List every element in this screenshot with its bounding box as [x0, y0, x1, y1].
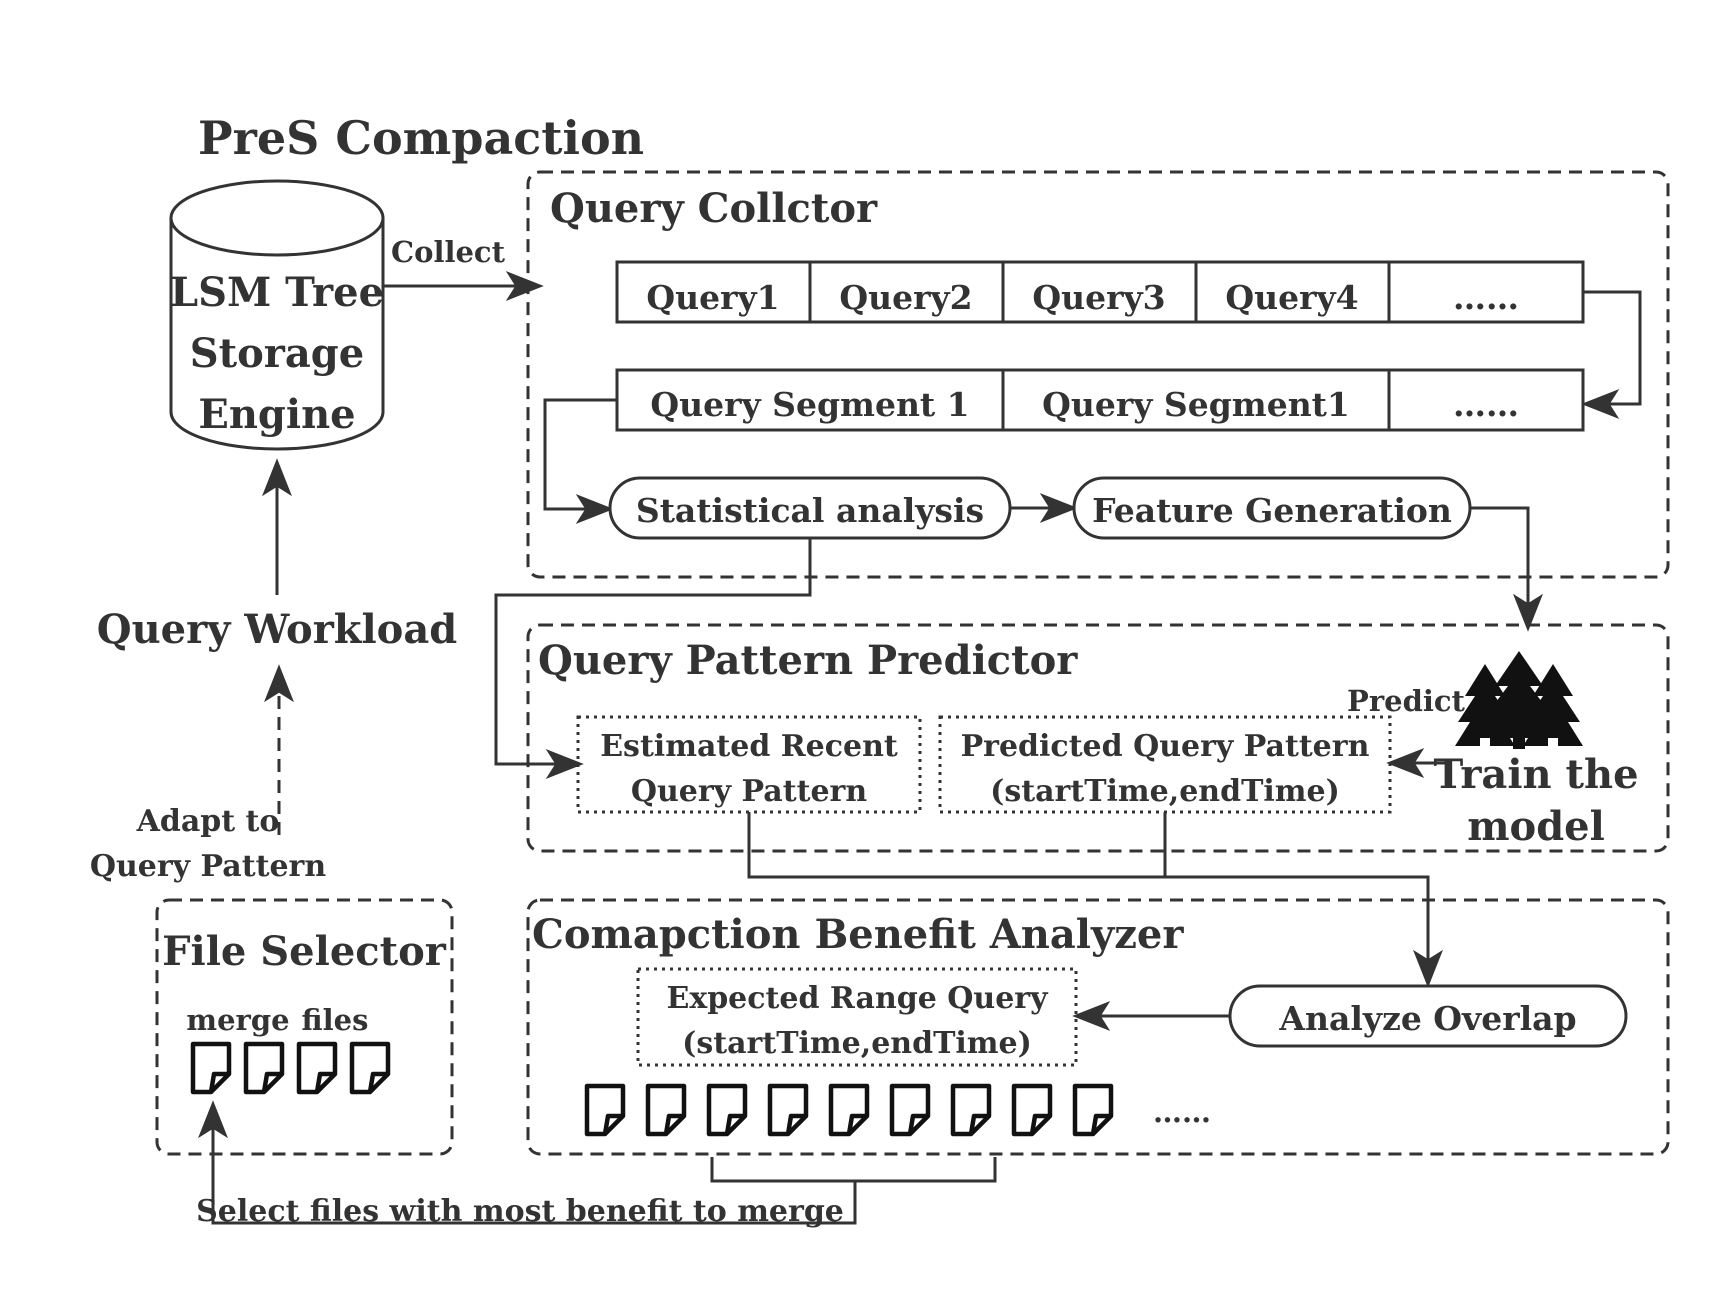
analyze-overlap-label: Analyze Overlap [1278, 999, 1576, 1038]
document-icon [299, 1044, 335, 1092]
analyzer-files-more: …… [1153, 1095, 1211, 1129]
predict-label: Predict [1347, 684, 1465, 718]
query-cell: Query3 [1032, 278, 1165, 317]
adapt-label-line2: Query Pattern [90, 849, 327, 884]
expected-range-query-line2: (startTime,endTime) [682, 1026, 1032, 1061]
storage-label-line2: Storage [190, 330, 364, 377]
train-model-line2: model [1467, 803, 1605, 850]
document-icon [709, 1086, 745, 1134]
query-pattern-predictor-region [526, 623, 1670, 853]
document-icon [193, 1044, 229, 1092]
select-files-label: Select files with most benefit to merge [196, 1194, 844, 1229]
train-model-line1: Train the [1433, 751, 1638, 798]
document-icon [770, 1086, 806, 1134]
expected-range-query-box [636, 967, 1078, 1067]
compaction-benefit-analyzer-title: Comapction Benefit Analyzer [532, 911, 1184, 958]
query-row: Query1 Query2 Query3 Query4 …… [615, 260, 1585, 324]
query-workload-label: Query Workload [97, 606, 458, 653]
segment-row: Query Segment 1 Query Segment1 …… [615, 368, 1585, 432]
queries-to-segments-arrow [1581, 290, 1642, 419]
predicted-pattern-line1: Predicted Query Pattern [961, 729, 1370, 764]
query-cell: Query2 [839, 278, 972, 317]
document-icon [587, 1086, 623, 1134]
segment-cell-more: …… [1453, 385, 1519, 424]
document-icon [953, 1086, 989, 1134]
document-icon [1075, 1086, 1111, 1134]
estimated-connector [747, 812, 1443, 988]
select-files-arrow [198, 1100, 857, 1225]
diagram-title: PreS Compaction [198, 111, 644, 165]
document-icon [892, 1086, 928, 1134]
merge-label: merge [186, 1003, 289, 1037]
estimated-pattern-line1: Estimated Recent [600, 729, 898, 764]
query-cell-more: …… [1453, 278, 1519, 317]
analyzer-file-row [587, 1086, 1111, 1134]
estimated-pattern-line2: Query Pattern [631, 774, 868, 809]
expected-range-query-line1: Expected Range Query [666, 981, 1049, 1016]
pine-trees-icon [1455, 651, 1583, 749]
file-selector-region [155, 898, 454, 1156]
document-icon [352, 1044, 388, 1092]
compaction-benefit-analyzer-region [526, 898, 1670, 1156]
query-pattern-predictor-title: Query Pattern Predictor [538, 637, 1078, 684]
segment-cell: Query Segment 1 [650, 385, 969, 424]
segment-cell: Query Segment1 [1042, 385, 1350, 424]
statistical-analysis-label: Statistical analysis [636, 491, 984, 530]
file-selector-title: File Selector [162, 928, 447, 975]
document-icon [1014, 1086, 1050, 1134]
feature-generation-label: Feature Generation [1092, 491, 1452, 530]
storage-label-line3: Engine [198, 391, 355, 438]
segments-to-stats-arrow [543, 398, 617, 524]
document-icon [648, 1086, 684, 1134]
storage-label-line1: LSM Tree [170, 269, 384, 316]
feature-to-model-arrow [1470, 506, 1543, 632]
files-label: files [302, 1003, 369, 1037]
benefit-bracket [710, 1157, 997, 1183]
query-cell: Query4 [1225, 278, 1358, 317]
document-icon [246, 1044, 282, 1092]
lsm-storage-cylinder: LSM Tree Storage Engine [169, 179, 385, 451]
document-icon [831, 1086, 867, 1134]
selector-file-row [193, 1044, 388, 1092]
adapt-label-line1: Adapt to [136, 804, 280, 839]
predicted-pattern-line2: (startTime,endTime) [990, 774, 1340, 809]
query-collector-title: Query Collctor [550, 185, 878, 232]
query-collector-region [526, 170, 1670, 579]
query-cell: Query1 [646, 278, 779, 317]
stats-to-estimated-arrow [494, 538, 812, 779]
collect-label: Collect [391, 235, 506, 269]
